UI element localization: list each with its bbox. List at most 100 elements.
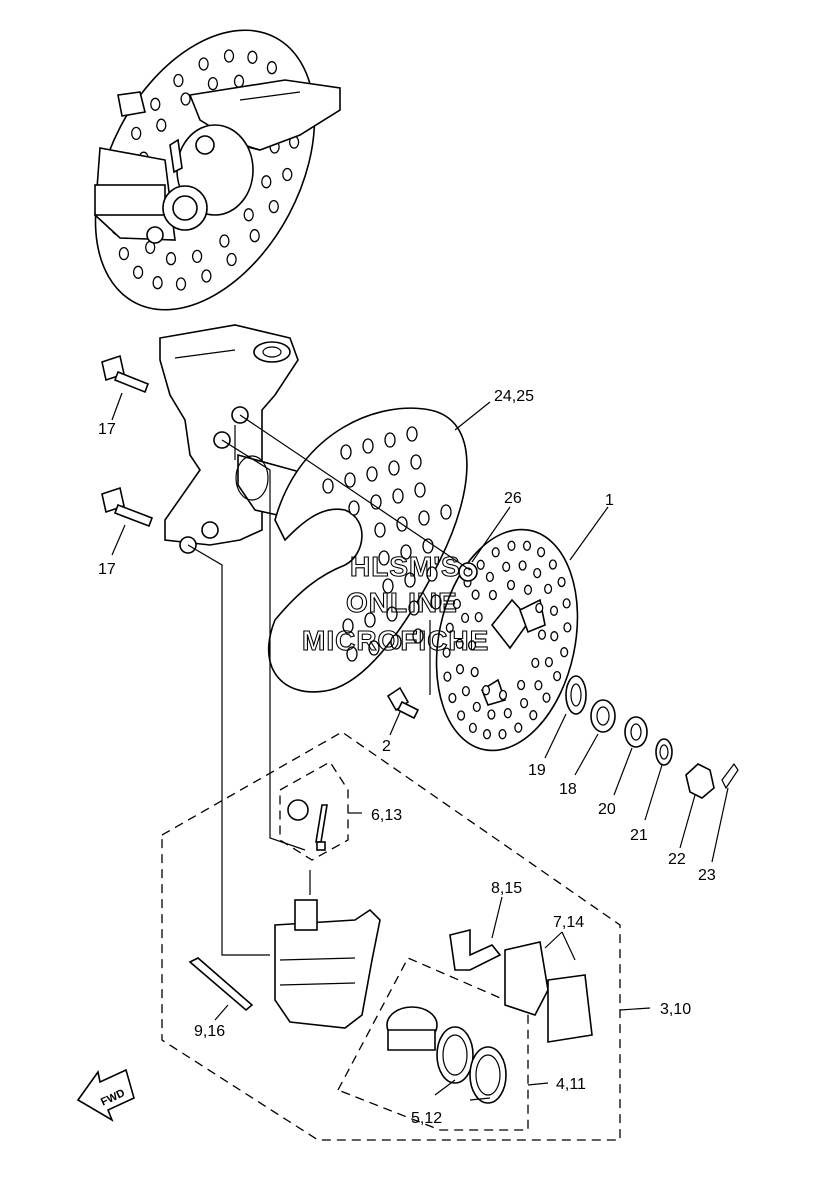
watermark: HLSM'S ONLINE MICROFICHE xyxy=(301,550,489,656)
caliper-body xyxy=(274,899,381,1029)
guard-hole xyxy=(346,646,358,662)
disc-hole xyxy=(533,567,542,579)
disc-hole xyxy=(523,584,533,595)
callout-2: 2 xyxy=(382,738,391,755)
disc-hole xyxy=(249,229,260,243)
disc-hole xyxy=(520,697,529,709)
disc-hole xyxy=(165,252,177,266)
disc-hole xyxy=(553,670,562,682)
disc-hole xyxy=(442,647,451,658)
guard-hole xyxy=(368,640,380,656)
bearing-18 xyxy=(590,699,616,733)
disc-hole xyxy=(219,234,230,248)
callout-9-16: 9,16 xyxy=(194,1023,225,1040)
disc-hole xyxy=(503,708,512,719)
collar-19 xyxy=(565,675,587,715)
disc-hole xyxy=(266,61,278,75)
disc-hole xyxy=(445,622,454,633)
bolt-26 xyxy=(458,562,478,582)
callout-21: 21 xyxy=(630,827,648,844)
disc-hole xyxy=(467,640,477,651)
callout-7-14: 7,14 xyxy=(553,914,584,931)
watermark-line-3: MICROFICHE xyxy=(302,625,489,656)
leader-lines xyxy=(111,392,729,1101)
guard-hole xyxy=(348,500,360,516)
washer-21 xyxy=(655,738,673,766)
disc-hole xyxy=(247,50,258,64)
guard-hole xyxy=(374,522,386,538)
disc-hole xyxy=(468,722,477,734)
disc-hole xyxy=(461,685,470,697)
disc-hole xyxy=(534,680,543,691)
caliper-piston xyxy=(386,1006,438,1051)
callout-24-25: 24,25 xyxy=(494,388,534,405)
callout-5-12: 5,12 xyxy=(411,1110,442,1127)
guard-hole xyxy=(384,432,396,448)
disc-hole xyxy=(470,666,479,678)
bleed-screw xyxy=(287,799,328,851)
guard-hole xyxy=(364,612,376,628)
disc-hole xyxy=(268,199,279,214)
callout-17-lower: 17 xyxy=(98,561,116,578)
disc-hole xyxy=(487,709,496,720)
screw-2 xyxy=(386,686,420,720)
disc-hole xyxy=(535,602,544,614)
assembled-brake-view xyxy=(94,29,341,311)
guard-hole xyxy=(404,572,416,588)
guard-hole xyxy=(388,460,400,476)
disc-hole xyxy=(201,269,212,283)
disc-hole xyxy=(502,561,511,572)
fwd-arrow: FWD xyxy=(76,1068,135,1122)
guard-hole xyxy=(366,466,378,482)
disc-hole xyxy=(152,276,163,290)
disc-hole xyxy=(474,611,483,623)
guard-hole xyxy=(440,504,452,520)
disc-hole xyxy=(531,657,540,669)
guard-hole xyxy=(430,594,442,610)
disc-hole xyxy=(472,701,481,713)
guard-hole xyxy=(344,472,356,488)
callout-1: 1 xyxy=(605,492,614,509)
guard-hole xyxy=(382,578,394,594)
bearing-20 xyxy=(624,716,648,748)
guard-hole xyxy=(362,438,374,454)
guard-hole xyxy=(392,488,404,504)
disc-hole xyxy=(518,560,527,571)
disc-hole xyxy=(529,710,538,721)
disc-hole xyxy=(560,647,569,658)
guard-hole xyxy=(322,478,334,494)
disc-hole xyxy=(173,73,184,88)
guard-hole xyxy=(390,634,402,650)
disc-hole xyxy=(507,540,516,551)
bolt-17-lower xyxy=(101,486,154,528)
disc-hole xyxy=(175,277,187,291)
disc-hole xyxy=(549,605,559,616)
callout-18: 18 xyxy=(559,781,577,798)
disc-hole xyxy=(452,598,461,610)
disc-hole xyxy=(506,579,516,591)
disc-hole xyxy=(544,583,553,595)
watermark-line-1: HLSM'S xyxy=(350,551,461,582)
disc-hole xyxy=(485,571,494,583)
disc-hole xyxy=(455,664,465,675)
callout-19: 19 xyxy=(528,762,546,779)
watermark-line-2: ONLINE xyxy=(346,587,458,618)
disc-hole xyxy=(514,722,523,733)
guard-hole xyxy=(342,618,354,634)
hub-parts xyxy=(565,675,739,799)
disc-hole xyxy=(198,57,209,71)
disc-hole xyxy=(522,540,532,551)
disc-hole xyxy=(482,729,492,740)
disc-hole xyxy=(476,559,485,570)
disc-hole xyxy=(150,97,161,111)
caliper-pin xyxy=(188,957,254,1012)
disc-hole xyxy=(243,208,254,222)
disc-hole xyxy=(481,685,491,696)
disc-hole xyxy=(488,589,497,601)
disc-guard xyxy=(268,407,468,693)
callout-22: 22 xyxy=(668,851,686,868)
callout-26: 26 xyxy=(504,490,522,507)
disc-hole xyxy=(226,252,237,267)
disc-hole xyxy=(563,622,572,633)
